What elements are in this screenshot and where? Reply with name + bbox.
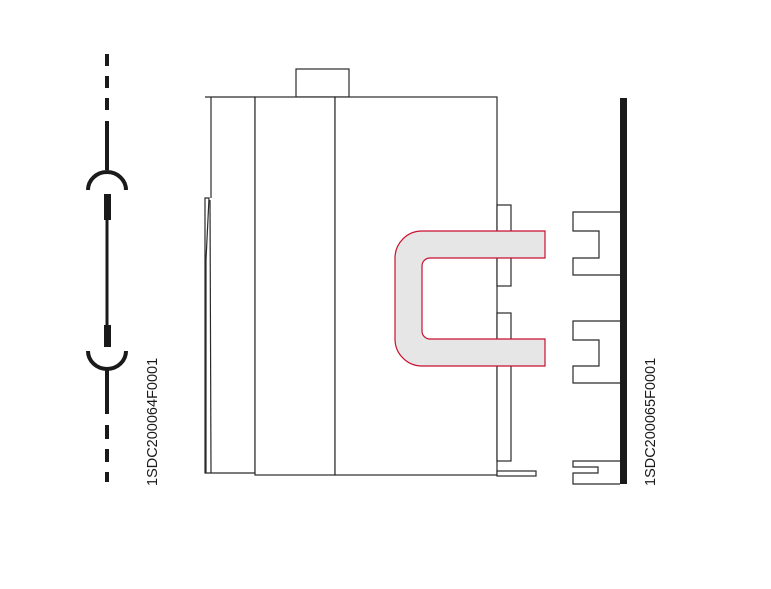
bracket-top bbox=[572, 211, 620, 276]
top-knob bbox=[295, 68, 350, 98]
body-section-middle bbox=[254, 96, 336, 476]
base-tab bbox=[496, 470, 537, 477]
plate-bar bbox=[620, 98, 627, 484]
front-cover bbox=[204, 96, 256, 474]
bracket-middle bbox=[572, 320, 620, 384]
figure-code-right: 1SDC200065F0001 bbox=[643, 358, 659, 486]
contact-arc-bottom bbox=[86, 350, 128, 371]
contact-arc-top bbox=[86, 170, 128, 191]
bracket-bottom bbox=[572, 460, 620, 485]
contact-block-bottom bbox=[104, 325, 111, 347]
mounting-plate bbox=[572, 98, 627, 485]
u-connection-bar bbox=[394, 230, 546, 367]
breaker-body bbox=[204, 68, 537, 477]
disconnector-symbol bbox=[86, 54, 128, 482]
terminal-bottom bbox=[496, 312, 512, 462]
contact-block-top bbox=[104, 194, 111, 220]
figure-code-left: 1SDC200064F0001 bbox=[145, 358, 161, 486]
